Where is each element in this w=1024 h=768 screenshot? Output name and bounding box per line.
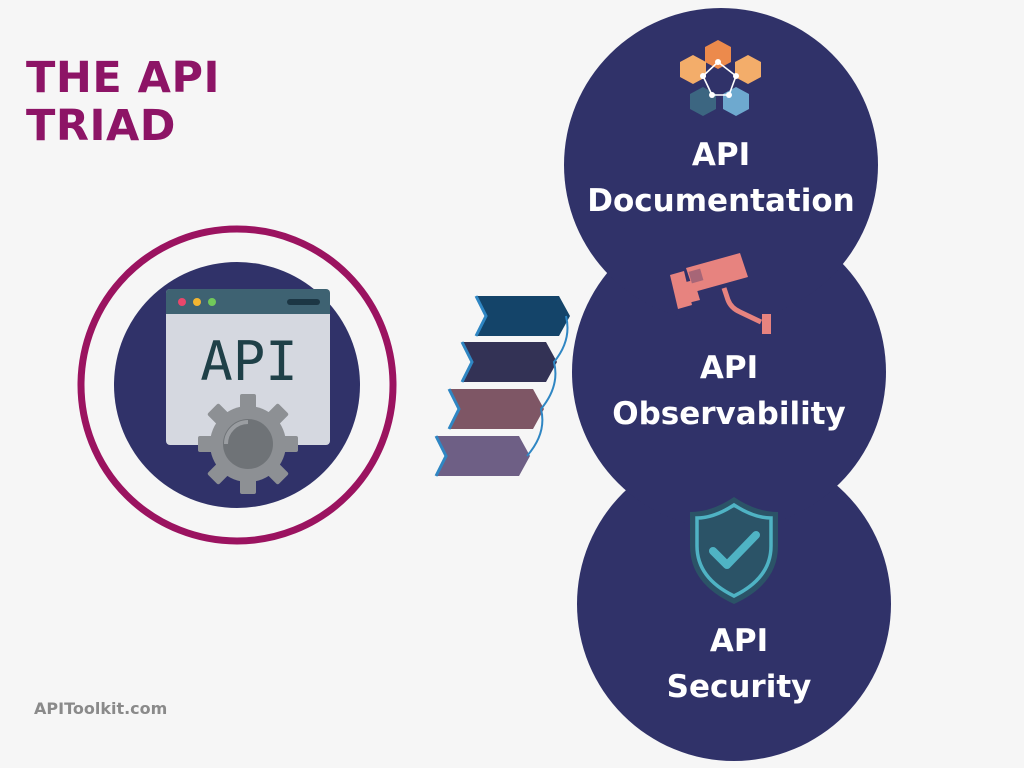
hexagon-network-icon <box>680 40 761 116</box>
pillar-label-line-2: Security <box>666 669 812 705</box>
pillar-circle-documentation <box>564 8 878 322</box>
page-title: THE API TRIAD <box>26 54 220 150</box>
title-line-2: TRIAD <box>26 101 176 151</box>
connector-arrow-4 <box>434 435 530 477</box>
footer-brand: APIToolkit.com <box>34 699 168 718</box>
connector-arrows <box>434 295 570 477</box>
pillar-label-line-2: Documentation <box>587 183 855 219</box>
pillar-label-line-1: API <box>691 137 751 173</box>
pillar-label-line-2: Observability <box>612 396 846 432</box>
api-emblem <box>77 225 397 545</box>
pillar-label-observability: API Observability <box>579 345 879 437</box>
shield-check-icon <box>690 497 778 604</box>
connector-arrow-3 <box>447 388 544 430</box>
connector-links <box>526 315 569 457</box>
gear-icon <box>198 394 298 494</box>
api-window-text: API <box>200 330 298 393</box>
api-window-icon <box>166 289 330 445</box>
pillar-label-line-1: API <box>709 623 769 659</box>
pillar-label-documentation: API Documentation <box>571 132 871 224</box>
security-camera-icon <box>670 253 771 334</box>
title-line-1: THE API <box>26 53 220 103</box>
connector-arrow-2 <box>460 341 557 383</box>
outer-ring <box>77 225 397 545</box>
pillar-label-security: API Security <box>589 618 889 710</box>
connector-arrow-1 <box>474 295 570 337</box>
pillar-label-line-1: API <box>699 350 759 386</box>
